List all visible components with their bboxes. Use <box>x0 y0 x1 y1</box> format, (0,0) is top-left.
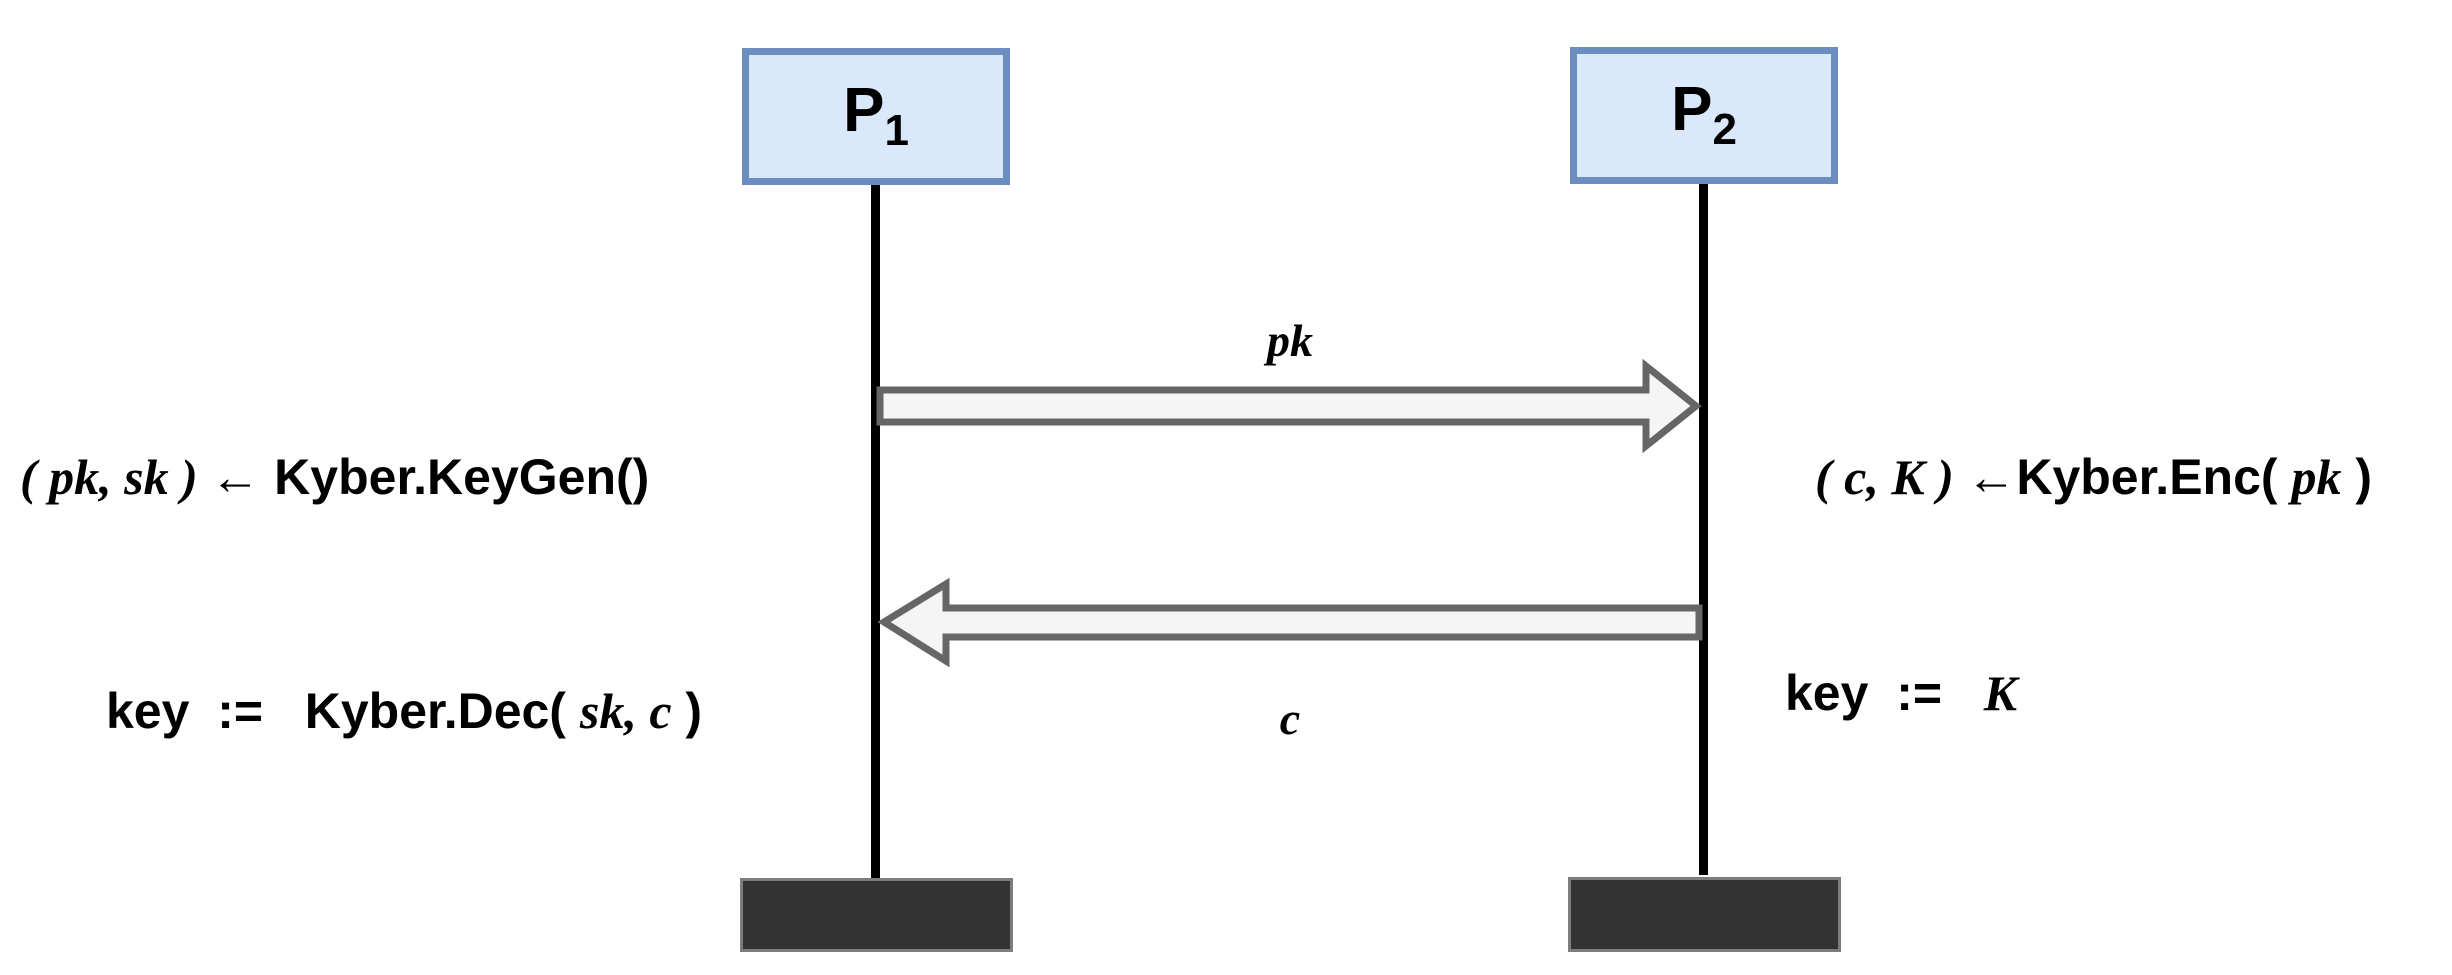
text-segment: ) <box>671 683 703 739</box>
text-segment: ← <box>1966 449 2017 505</box>
text-segment: Kyber.KeyGen() <box>274 449 650 505</box>
annotation-key-assign: key := K <box>1785 666 2017 721</box>
annotation-encaps: ( c, K ) ←Kyber.Enc( pk ) <box>1815 450 2372 505</box>
text-segment: ( pk, sk ) <box>20 449 211 505</box>
actor-subscript-p2: 2 <box>1712 105 1737 154</box>
text-segment: Kyber.Enc( <box>2016 449 2292 505</box>
text-segment <box>260 449 274 505</box>
annotation-keygen: ( pk, sk ) ← Kyber.KeyGen() <box>20 450 649 505</box>
text-segment: ( c, K ) <box>1815 449 1967 505</box>
actor-name-p2: P <box>1671 75 1713 144</box>
lifeline-endpoint-p1 <box>740 878 1013 952</box>
text-segment: ← <box>210 449 261 505</box>
text-segment: key := <box>1785 665 1984 721</box>
actor-name-p1: P <box>843 76 885 145</box>
actor-subscript-p1: 1 <box>884 106 909 155</box>
text-segment: sk, c <box>579 683 672 739</box>
actor-label-p1: P1 <box>843 80 909 153</box>
lifeline-endpoint-p2 <box>1568 877 1841 952</box>
text-segment: pk <box>2291 449 2342 505</box>
message-arrow-pk <box>876 358 1702 454</box>
lifeline-p2 <box>1699 184 1708 875</box>
message-arrow-c <box>877 577 1703 668</box>
text-segment: K <box>1983 665 2018 721</box>
annotation-decaps: key := Kyber.Dec( sk, c ) <box>106 684 702 739</box>
actor-box-p2: P2 <box>1570 47 1838 184</box>
actor-box-p1: P1 <box>742 48 1010 185</box>
text-segment: key := Kyber.Dec( <box>106 683 580 739</box>
text-segment: ) <box>2341 449 2372 505</box>
message-label-c: c <box>1279 693 1301 744</box>
actor-label-p2: P2 <box>1671 79 1737 152</box>
message-label-pk: pk <box>1267 315 1313 366</box>
lifeline-p1 <box>871 185 880 878</box>
